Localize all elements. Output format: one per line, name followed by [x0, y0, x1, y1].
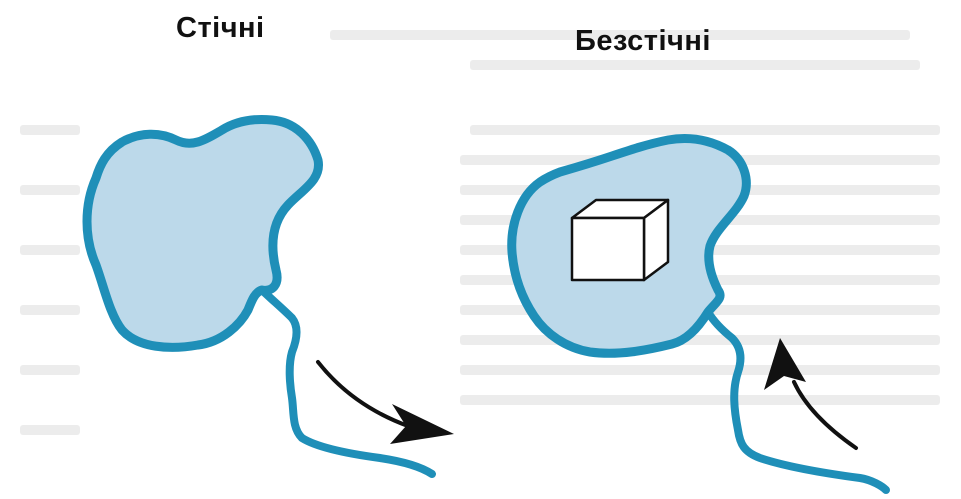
inflow-arrow	[794, 382, 856, 448]
cube-icon	[572, 200, 668, 280]
right-river	[708, 312, 886, 490]
left-basin	[87, 119, 454, 474]
right-basin	[512, 138, 886, 490]
left-river	[262, 290, 432, 474]
outflow-arrow	[318, 362, 408, 426]
inflow-arrowhead	[764, 338, 806, 390]
